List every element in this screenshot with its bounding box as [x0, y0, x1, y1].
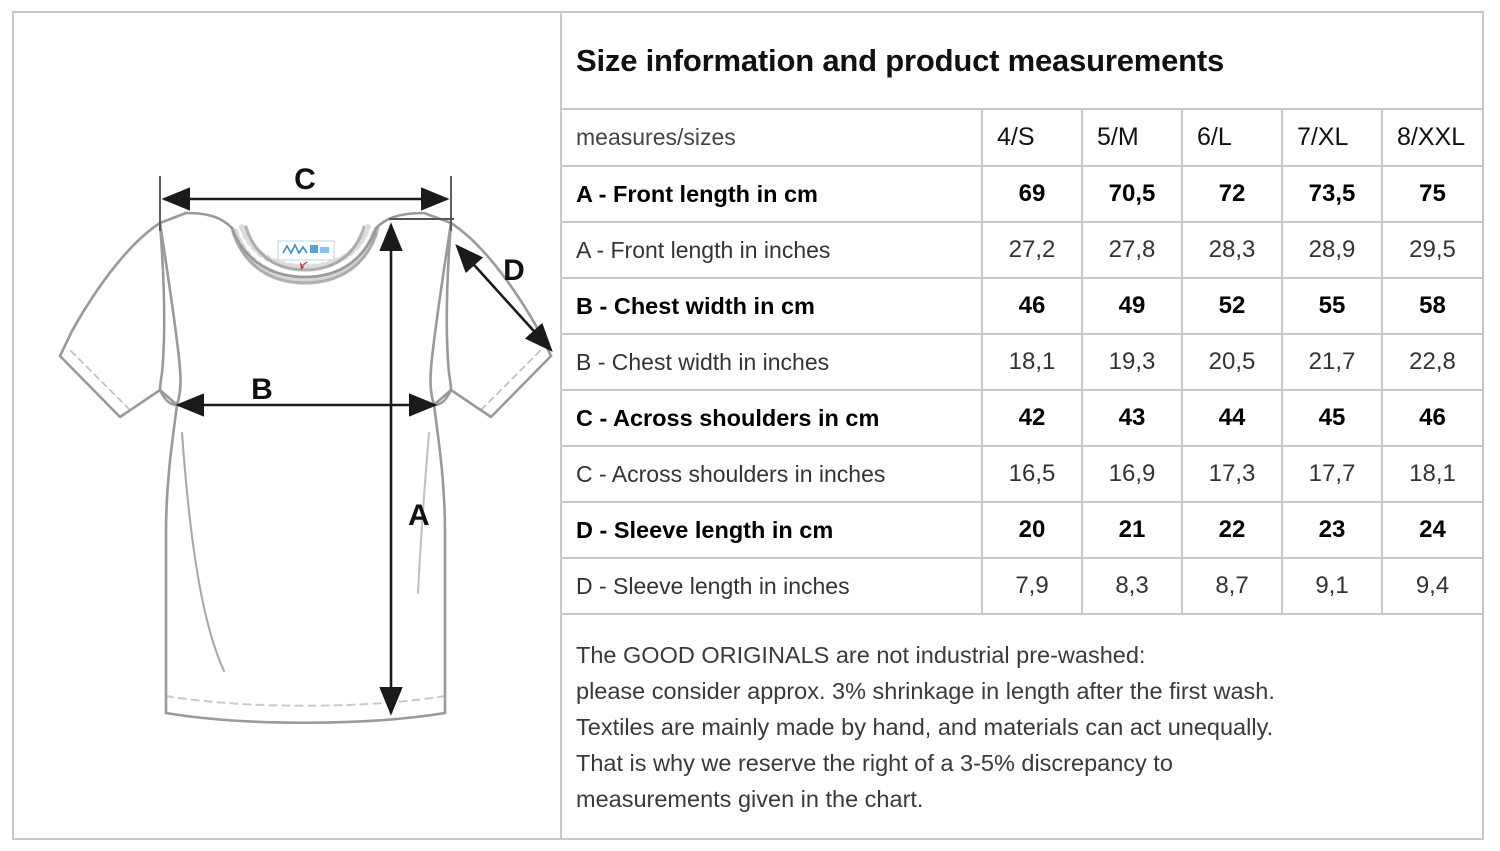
measurement-value: 69	[982, 166, 1083, 223]
measure-a-label: A	[408, 499, 430, 532]
size-chart-sheet: C B A D Size information and product mea…	[12, 11, 1484, 840]
measurement-value: 17,7	[1282, 446, 1383, 503]
measurement-value: 20	[982, 502, 1083, 559]
note-line-1: The GOOD ORIGINALS are not industrial pr…	[576, 642, 1146, 668]
measurement-value: 23	[1282, 502, 1383, 559]
measurement-value: 20,5	[1182, 334, 1283, 391]
measurement-value: 8,3	[1082, 558, 1183, 615]
measurement-value: 8,7	[1182, 558, 1283, 615]
measurement-value: 72	[1182, 166, 1283, 223]
table-header-size-5: 8/XXL	[1382, 110, 1482, 167]
measurement-value: 18,1	[982, 334, 1083, 391]
measurement-label: B - Chest width in cm	[562, 278, 983, 335]
table-header-label: measures/sizes	[562, 110, 983, 167]
measurement-label: D - Sleeve length in inches	[562, 558, 983, 615]
table-header-size-3: 6/L	[1182, 110, 1283, 167]
measurement-value: 42	[982, 390, 1083, 447]
measurement-value: 45	[1282, 390, 1383, 447]
measurement-value: 49	[1082, 278, 1183, 335]
note-line-4: That is why we reserve the right of a 3-…	[576, 750, 1173, 776]
table-header-size-1: 4/S	[982, 110, 1083, 167]
measurement-value: 27,2	[982, 222, 1083, 279]
page-title: Size information and product measurement…	[562, 13, 1482, 110]
measurement-value: 16,9	[1082, 446, 1183, 503]
measurement-label: C - Across shoulders in cm	[562, 390, 983, 447]
measurement-value: 29,5	[1382, 222, 1482, 279]
garment-outline	[58, 211, 553, 725]
measure-d-label: D	[503, 254, 525, 287]
measurement-value: 73,5	[1282, 166, 1383, 223]
measurement-value: 24	[1382, 502, 1482, 559]
garment-diagram-panel: C B A D	[14, 13, 562, 838]
measurement-value: 44	[1182, 390, 1283, 447]
measurement-label: D - Sleeve length in cm	[562, 502, 983, 559]
measurement-value: 55	[1282, 278, 1383, 335]
measure-b-label: B	[251, 373, 273, 406]
measurement-value: 46	[982, 278, 1083, 335]
measurement-value: 22	[1182, 502, 1283, 559]
measurement-value: 27,8	[1082, 222, 1183, 279]
measure-d-arrow	[455, 244, 553, 352]
measurement-value: 43	[1082, 390, 1183, 447]
measurement-value: 46	[1382, 390, 1482, 447]
measurement-value: 70,5	[1082, 166, 1183, 223]
measurement-value: 22,8	[1382, 334, 1482, 391]
measurement-label: C - Across shoulders in inches	[562, 446, 983, 503]
measurement-label: B - Chest width in inches	[562, 334, 983, 391]
measurement-value: 16,5	[982, 446, 1083, 503]
neck-brand-label	[277, 240, 335, 270]
measure-guides	[159, 176, 454, 231]
measurement-value: 19,3	[1082, 334, 1183, 391]
measurement-value: 58	[1382, 278, 1482, 335]
shrinkage-note: The GOOD ORIGINALS are not industrial pr…	[562, 615, 1482, 838]
measurement-value: 17,3	[1182, 446, 1283, 503]
size-table-panel: Size information and product measurement…	[562, 13, 1482, 838]
measurement-label: A - Front length in cm	[562, 166, 983, 223]
measurement-value: 28,9	[1282, 222, 1383, 279]
tshirt-measurement-diagram: C B A D	[58, 163, 553, 725]
note-line-5: measurements given in the chart.	[576, 786, 924, 812]
measurement-value: 21	[1082, 502, 1183, 559]
measurement-value: 52	[1182, 278, 1283, 335]
measurement-value: 18,1	[1382, 446, 1482, 503]
note-line-3: Textiles are mainly made by hand, and ma…	[576, 714, 1274, 740]
measure-c-label: C	[294, 163, 316, 196]
measurement-value: 21,7	[1282, 334, 1383, 391]
measurement-value: 9,4	[1382, 558, 1482, 615]
measurement-value: 75	[1382, 166, 1482, 223]
measurement-value: 7,9	[982, 558, 1083, 615]
measurement-value: 9,1	[1282, 558, 1383, 615]
measurement-label: A - Front length in inches	[562, 222, 983, 279]
measurement-value: 28,3	[1182, 222, 1283, 279]
table-header-size-2: 5/M	[1082, 110, 1183, 167]
note-line-2: please consider approx. 3% shrinkage in …	[576, 678, 1275, 704]
table-header-size-4: 7/XL	[1282, 110, 1383, 167]
